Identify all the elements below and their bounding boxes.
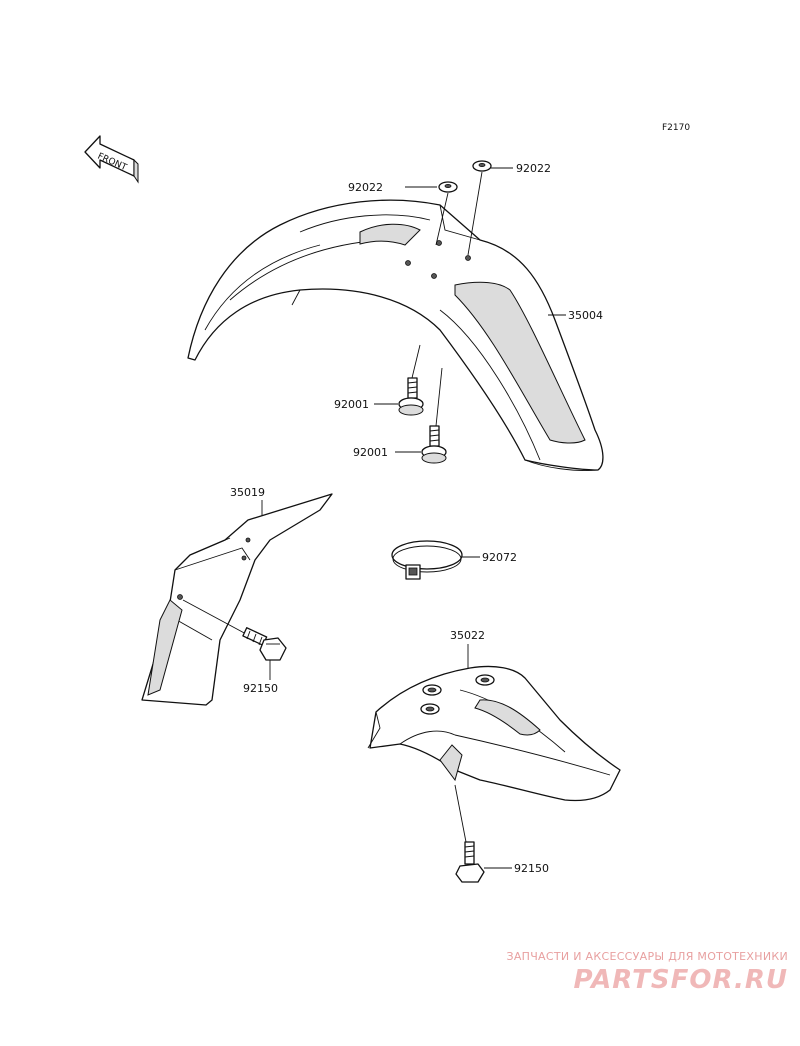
watermark-caption: ЗАПЧАСТИ И АКСЕССУАРЫ ДЛЯ МОТОТЕХНИКИ [506, 950, 788, 963]
label-35022: 35022 [450, 629, 485, 642]
diagram-code: F2170 [662, 123, 690, 133]
label-92022-right: 92022 [516, 162, 551, 175]
front-fender [187, 199, 604, 471]
label-92001-lower: 92001 [353, 446, 388, 459]
label-92022-left: 92022 [348, 181, 383, 194]
bolt-92001-lower [421, 367, 447, 464]
label-92150-bracket: 92150 [243, 682, 278, 695]
hose-band [391, 540, 463, 580]
rear-fender [367, 665, 621, 843]
bolt-92150-rear [455, 841, 485, 883]
washer-92022-right [467, 160, 492, 256]
label-92150-rear: 92150 [514, 862, 549, 875]
front-arrow-icon: FRONT [84, 135, 139, 184]
label-92072: 92072 [482, 551, 517, 564]
label-35019: 35019 [230, 486, 265, 499]
watermark-logo: PARTSFOR.RU [573, 965, 788, 995]
bolt-92150-bracket [242, 627, 287, 661]
bolt-92001-upper [398, 344, 424, 416]
label-35004: 35004 [568, 309, 603, 322]
label-92001-upper: 92001 [334, 398, 369, 411]
number-plate-bracket [141, 493, 333, 706]
washer-92022-left [435, 181, 458, 246]
watermark: ЗАПЧАСТИ И АКСЕССУАРЫ ДЛЯ МОТОТЕХНИКИ PA… [488, 950, 788, 995]
